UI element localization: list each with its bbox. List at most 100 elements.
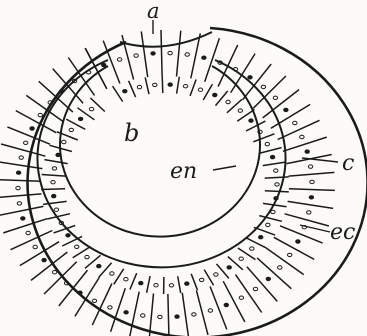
endoderm-cell-nucleus xyxy=(239,257,243,260)
ectoderm-cell-nucleus xyxy=(296,240,300,243)
endoderm-cell-nucleus xyxy=(75,245,79,248)
endoderm-cell-nucleus xyxy=(259,236,263,239)
ectoderm-cell-nucleus xyxy=(261,85,265,88)
ectoderm-cell-wall xyxy=(168,294,169,336)
ectoderm-cell-wall xyxy=(0,180,41,182)
endoderm-cell-nucleus xyxy=(56,153,60,156)
endoderm-cell-wall xyxy=(254,227,275,235)
ectoderm-cell-nucleus xyxy=(92,299,96,302)
ectoderm-cell-nucleus xyxy=(168,51,172,54)
ectoderm-cell-wall xyxy=(11,231,53,250)
ectoderm-cell-nucleus xyxy=(33,245,37,248)
endoderm-cell-nucleus xyxy=(275,183,279,186)
endoderm-cell-wall xyxy=(114,269,124,285)
ectoderm-cell-wall xyxy=(278,120,320,139)
ectoderm-cell-wall xyxy=(289,189,335,191)
ectoderm-cell-nucleus xyxy=(202,56,206,59)
ectoderm-cell-wall xyxy=(283,137,327,151)
endoderm-cell-wall xyxy=(41,189,65,190)
endoderm-cell-nucleus xyxy=(226,100,230,103)
ectoderm-cell-wall xyxy=(182,293,188,336)
ectoderm-cell-nucleus xyxy=(16,186,20,189)
endoderm-cell-wall xyxy=(145,77,149,94)
endoderm-cell-wall xyxy=(147,276,151,293)
ectoderm-cell-wall xyxy=(196,290,208,335)
ectoderm-cell-nucleus xyxy=(208,309,212,312)
endoderm-cell-nucleus xyxy=(169,284,173,287)
endoderm-cell-nucleus xyxy=(198,88,202,91)
ectoderm-cell-wall xyxy=(141,32,147,78)
endoderm-cell-nucleus xyxy=(227,266,231,269)
endoderm-cell-wall xyxy=(177,77,180,94)
endoderm-inner-boundary xyxy=(60,66,260,237)
label-b: b xyxy=(124,119,139,147)
ectoderm-cell-wall xyxy=(0,162,42,169)
endoderm-cell-wall xyxy=(265,191,289,192)
endoderm-cell-nucleus xyxy=(89,107,93,110)
ectoderm-cell-nucleus xyxy=(124,311,128,314)
endoderm-cell-wall xyxy=(191,274,197,290)
endoderm-cell-nucleus xyxy=(85,255,89,258)
ectoderm-cell-wall xyxy=(3,219,47,233)
ectoderm-cell-nucleus xyxy=(300,135,304,138)
endoderm-cell-wall xyxy=(42,175,66,177)
ectoderm-cell-nucleus xyxy=(17,202,21,205)
endoderm-cell-wall xyxy=(190,80,196,96)
ectoderm-cell-nucleus xyxy=(278,266,282,269)
ectoderm-cell-nucleus xyxy=(273,96,277,99)
ectoderm-cell-nucleus xyxy=(38,113,42,116)
endoderm-cell-nucleus xyxy=(154,284,158,287)
endoderm-cell-wall xyxy=(43,201,67,204)
ectoderm-cell-nucleus xyxy=(248,76,252,79)
endoderm-cell-wall xyxy=(62,236,82,246)
ectoderm-cell-nucleus xyxy=(224,303,228,306)
ectoderm-cell-nucleus xyxy=(151,52,155,55)
endoderm-cell-wall xyxy=(263,162,287,166)
ectoderm-cell-nucleus xyxy=(52,271,56,274)
ectoderm-cell-wall xyxy=(0,206,43,215)
ectoderm-cell-layer xyxy=(0,30,335,336)
endoderm-cell-wall xyxy=(259,148,282,154)
endoderm-cell-nucleus xyxy=(51,181,55,184)
endoderm-cell-nucleus xyxy=(153,83,157,86)
endoderm-cell-nucleus xyxy=(52,167,56,170)
ectoderm-cell-wall xyxy=(149,294,153,336)
endoderm-cell-nucleus xyxy=(139,281,143,284)
ectoderm-cell-wall xyxy=(285,214,329,226)
ectoderm-cell-nucleus xyxy=(266,277,270,280)
ectoderm-cell-wall xyxy=(231,54,255,93)
endoderm-cell-wall xyxy=(162,76,163,93)
ectoderm-cell-wall xyxy=(122,35,134,80)
ectoderm-cell-nucleus xyxy=(185,53,189,56)
endoderm-cell-wall xyxy=(129,81,136,97)
endoderm-cell-nucleus xyxy=(214,273,218,276)
ectoderm-cell-nucleus xyxy=(307,211,311,214)
ectoderm-cell-wall xyxy=(0,194,41,198)
endoderm-cell-nucleus xyxy=(54,208,58,211)
ectoderm-cell-wall xyxy=(7,127,50,144)
endoderm-cell-nucleus xyxy=(200,278,204,281)
ectoderm-cell-wall xyxy=(111,288,126,332)
endoderm-cell-nucleus xyxy=(265,142,269,145)
endoderm-cell-wall xyxy=(178,276,181,293)
endoderm-cell-nucleus xyxy=(250,247,254,250)
endoderm-cell-nucleus xyxy=(249,119,253,122)
endoderm-cell-wall xyxy=(203,84,212,100)
endoderm-cell-nucleus xyxy=(69,128,73,131)
ectoderm-cell-nucleus xyxy=(21,217,25,220)
label-en-leader xyxy=(213,166,236,170)
ectoderm-cell-wall xyxy=(177,31,181,77)
endoderm-cell-wall xyxy=(44,160,67,164)
endoderm-cell-nucleus xyxy=(238,109,242,112)
ectoderm-cell-nucleus xyxy=(310,180,314,183)
ectoderm-cell-nucleus xyxy=(158,315,162,318)
ectoderm-cell-nucleus xyxy=(305,150,309,153)
ectoderm-cell-wall xyxy=(289,172,335,176)
endoderm-cell-nucleus xyxy=(185,282,189,285)
endoderm-cell-nucleus xyxy=(183,85,187,88)
endoderm-cell-wall xyxy=(90,98,104,112)
ectoderm-cell-nucleus xyxy=(308,165,312,168)
ectoderm-cell-wall xyxy=(223,281,245,322)
ectoderm-cell-nucleus xyxy=(108,306,112,309)
